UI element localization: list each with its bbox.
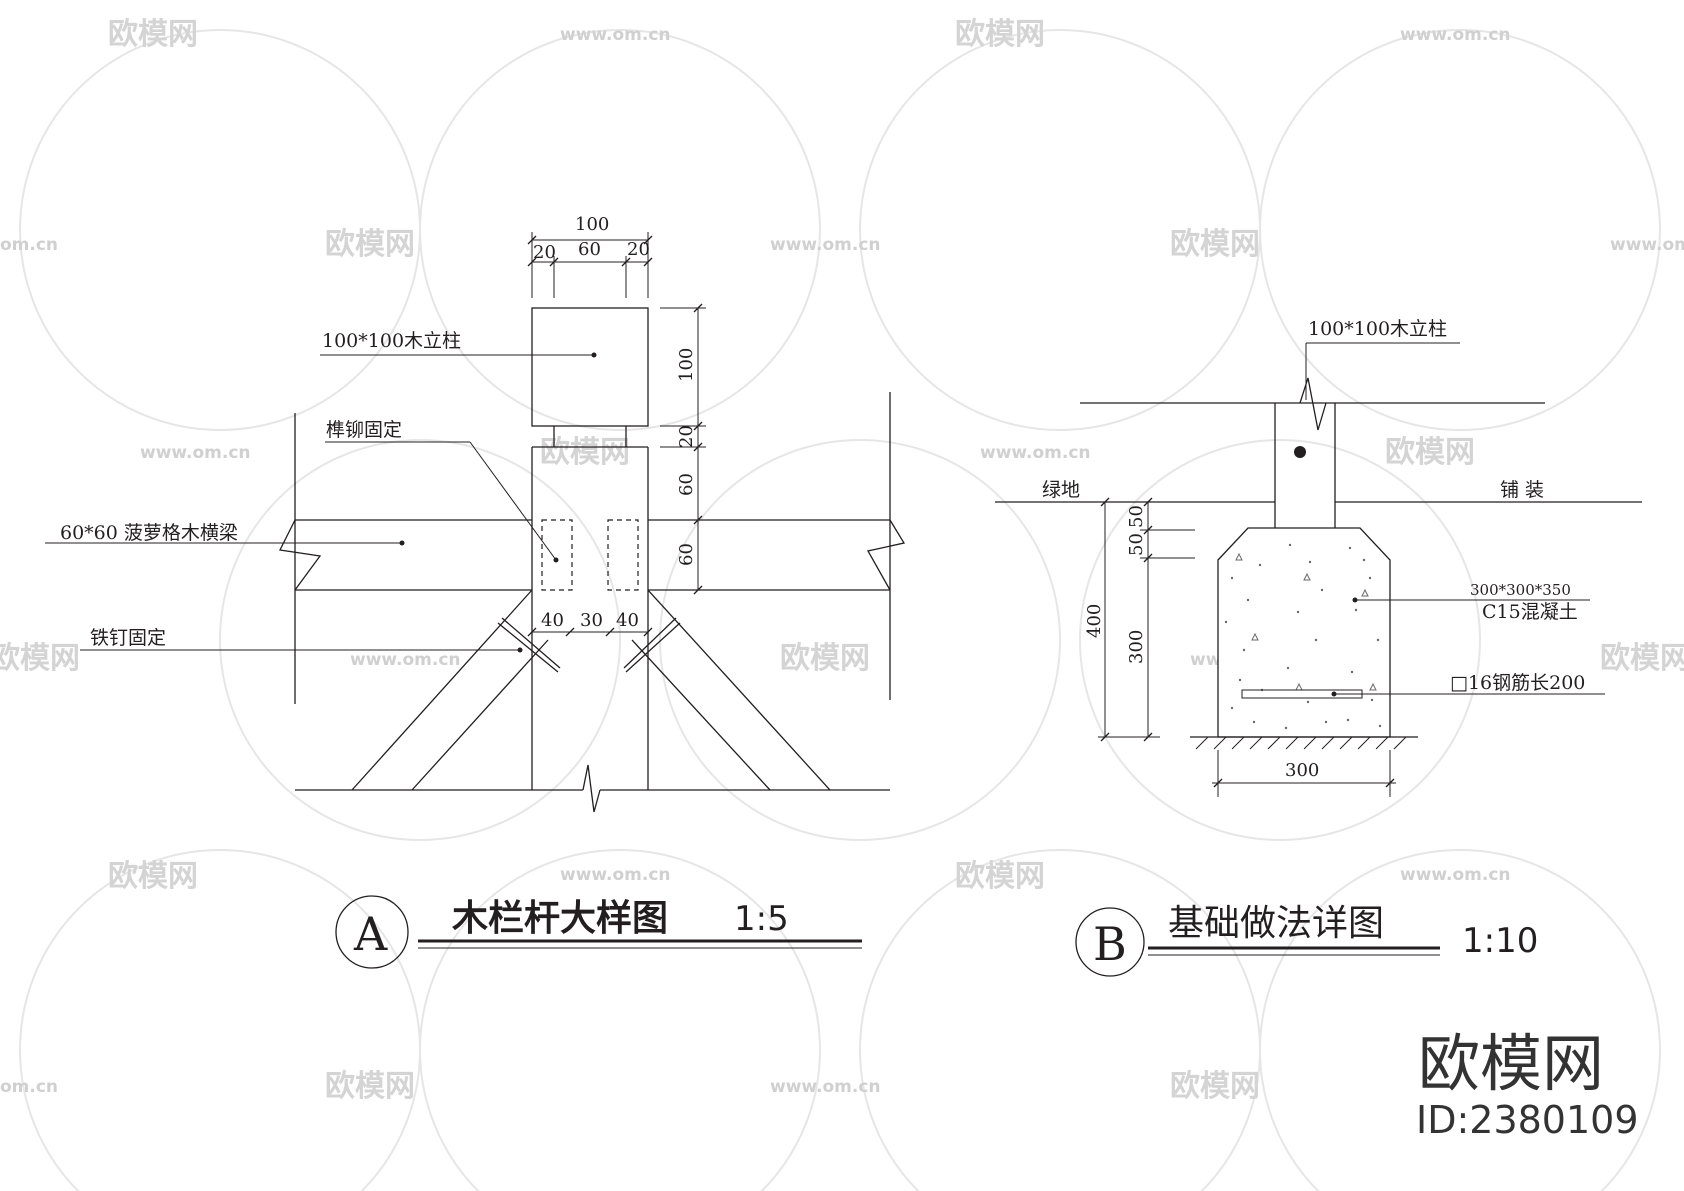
brace-right-inner	[631, 639, 771, 791]
watermark-url: www.om.cn	[1400, 25, 1511, 45]
watermark-logo: 欧模网	[1600, 641, 1684, 676]
brand-name: 欧模网	[1418, 1027, 1604, 1100]
label-mortise: 榫铆固定	[326, 419, 402, 441]
nail-left	[497, 622, 559, 673]
dim-b-bottom	[1212, 750, 1396, 797]
dim-top-left: 20	[533, 242, 556, 263]
nail-right	[623, 617, 677, 669]
dim-b-left: 40	[541, 610, 564, 631]
dim-b-total: 400	[1084, 604, 1105, 638]
watermark-logo: 欧模网	[955, 859, 1045, 894]
watermark-arcs	[19, 29, 1661, 1191]
nail-left	[501, 617, 561, 669]
detail-a-scale: 1:5	[734, 899, 789, 939]
detail-b-marker: B	[1093, 917, 1127, 971]
dim-b-b: 50	[1126, 533, 1147, 556]
dim-b-a: 50	[1126, 505, 1147, 528]
dim-top-total: 100	[575, 214, 609, 235]
post-section	[531, 307, 649, 427]
label-beam: 60*60 菠萝格木横梁	[60, 522, 238, 544]
detail-b-scale: 1:10	[1462, 921, 1538, 961]
watermark-logo: 欧模网	[325, 1069, 415, 1104]
watermark-logo: 欧模网	[108, 17, 198, 52]
dim-b-bottom-label: 300	[1285, 760, 1319, 781]
brace-left-inner	[411, 639, 549, 791]
label-paving: 铺 装	[1500, 479, 1544, 501]
dim-top-mid: 60	[578, 239, 601, 260]
watermark-url: www.om.cn	[1610, 235, 1684, 255]
dim-top	[527, 232, 653, 298]
post-center-dot	[1294, 446, 1306, 458]
dim-b-vertical	[1098, 497, 1195, 742]
detail-b-drawing: 400 50 50 300 300 100*100木立柱 绿地 铺 装 300*…	[995, 318, 1642, 977]
detail-b-marker-circle	[1075, 907, 1145, 977]
watermark-url: www.om.cn	[770, 235, 881, 255]
watermark-url: www.om.cn	[770, 1077, 881, 1097]
watermark-logo: 欧模网	[0, 641, 80, 676]
label-b-post: 100*100木立柱	[1308, 318, 1447, 340]
watermark-logo: 欧模网	[1170, 227, 1260, 262]
watermark-logo: 欧模网	[108, 859, 198, 894]
dim-v-gap: 20	[676, 425, 697, 448]
label-concrete: C15混凝土	[1482, 601, 1578, 623]
detail-a-title: 木栏杆大样图	[452, 898, 668, 939]
break-symbol-bottom	[582, 764, 601, 813]
dim-v-post: 100	[676, 348, 697, 382]
dim-right-vertical	[660, 303, 706, 595]
watermark-url: om.cn	[0, 235, 58, 255]
mortise-right	[607, 519, 639, 591]
dim-b-right: 40	[616, 610, 639, 631]
dim-v-upper: 60	[676, 473, 697, 496]
dim-bottom	[527, 627, 653, 637]
watermark-logo: 欧模网	[540, 435, 630, 470]
brace-right-outer	[647, 589, 831, 791]
watermark-url: www.om.cn	[140, 443, 251, 463]
watermark-logo: 欧模网	[1170, 1069, 1260, 1104]
watermark-logo: 欧模网	[955, 17, 1045, 52]
watermark-url: www.om.cn	[350, 650, 461, 670]
post-break-symbol	[1299, 377, 1327, 431]
watermark-url: om.cn	[0, 1077, 58, 1097]
brace-left-outer	[351, 589, 533, 791]
dim-b-mid: 30	[580, 610, 603, 631]
watermark-layer: 欧模网 欧模网 欧模网 欧模网 欧模网 欧模网 欧模网 欧模网 欧模网 欧模网 …	[0, 17, 1684, 1191]
label-concrete-size: 300*300*350	[1470, 581, 1571, 599]
watermark-url: www.om.cn	[1400, 865, 1511, 885]
label-nail: 铁钉固定	[90, 627, 166, 649]
label-post: 100*100木立柱	[322, 330, 461, 352]
concrete-hatch	[1224, 543, 1382, 730]
watermark-url: www.om.cn	[980, 443, 1091, 463]
detail-a-marker: A	[353, 907, 388, 961]
mortise-left	[541, 519, 573, 591]
dim-top-right: 20	[627, 239, 650, 260]
watermark-url: www.om.cn	[560, 25, 671, 45]
label-rebar: □16钢筋长200	[1450, 672, 1585, 694]
brand-id: ID:2380109	[1416, 1098, 1639, 1142]
detail-a-drawing: 100 20 60 20 100 20 60 60	[45, 214, 906, 969]
soil-hatch	[1195, 736, 1407, 750]
break-symbol-right	[867, 519, 906, 591]
watermark-logo: 欧模网	[325, 227, 415, 262]
leaders-b	[1305, 342, 1605, 697]
dim-b-c: 300	[1126, 630, 1147, 664]
watermark-url: www.om.cn	[560, 865, 671, 885]
leaders-a	[45, 352, 597, 653]
dim-v-lower: 60	[676, 543, 697, 566]
nail-right	[625, 622, 681, 673]
watermark-logo: 欧模网	[1385, 435, 1475, 470]
break-symbol-left	[279, 519, 322, 591]
label-green: 绿地	[1042, 479, 1080, 501]
detail-b-title: 基础做法详图	[1168, 903, 1384, 944]
detail-a-marker-circle	[335, 895, 409, 969]
watermark-logo: 欧模网	[780, 641, 870, 676]
